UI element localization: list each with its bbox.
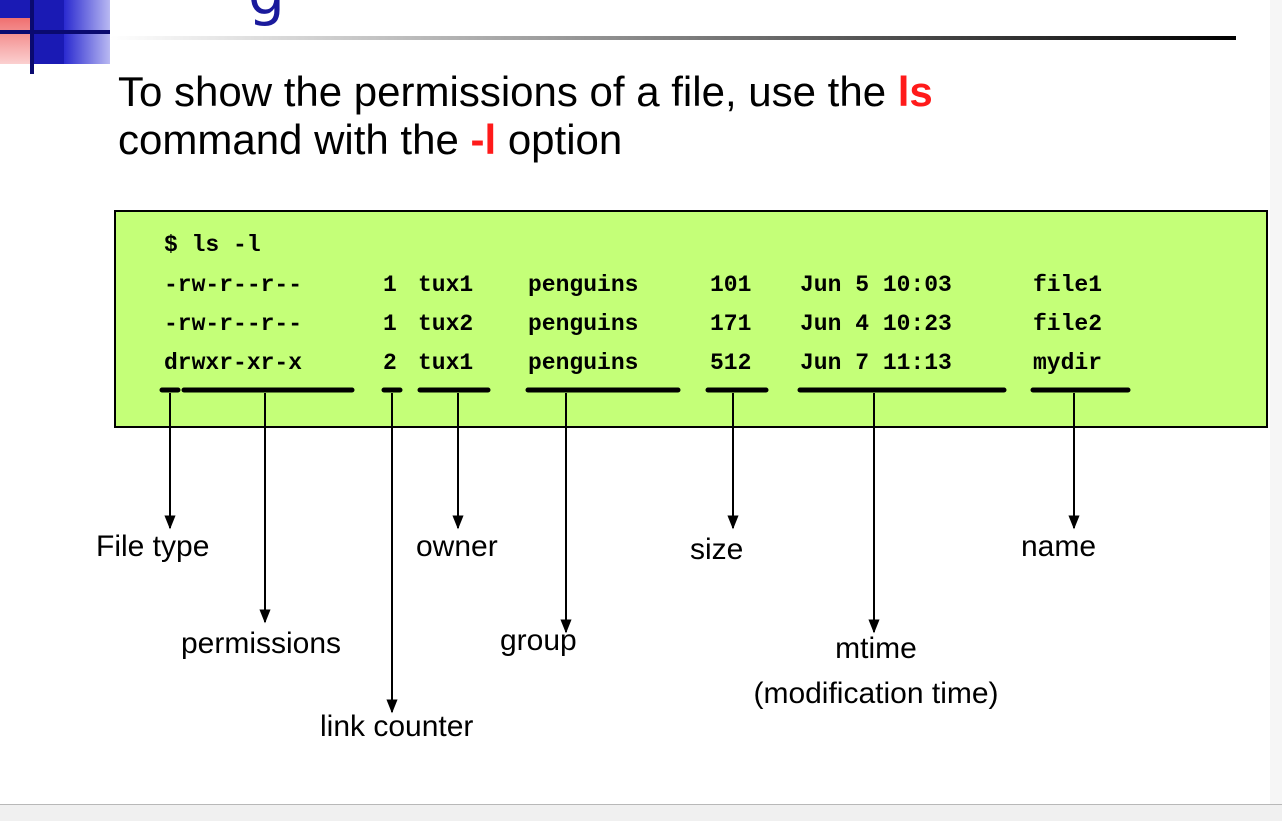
slide-title-fragment: g	[248, 0, 285, 28]
row-3-links: 2	[383, 350, 397, 376]
title-rule	[110, 36, 1236, 40]
row-2-links: 1	[383, 311, 397, 337]
row-3-permissions: drwxr-xr-x	[164, 350, 303, 376]
row-3-size: 512	[710, 350, 752, 376]
keyword-l-option: -l	[470, 116, 497, 163]
intro-line-1-text: To show the permissions of a file, use t…	[118, 68, 898, 115]
logo-square-red	[0, 18, 30, 64]
label-file-type: File type	[96, 530, 210, 563]
keyword-ls: ls	[897, 68, 933, 115]
row-2-group: penguins	[528, 311, 639, 337]
row-3-name: mydir	[1033, 350, 1103, 376]
label-permissions: permissions	[181, 627, 342, 660]
logo-horizontal-line	[0, 30, 110, 34]
logo-vertical-line	[30, 0, 34, 74]
row-2-mtime: Jun 4 10:23	[800, 311, 952, 337]
row-2-name: file2	[1033, 311, 1103, 337]
label-name: name	[1021, 530, 1097, 563]
row-1-links: 1	[383, 272, 397, 298]
row-1-name: file1	[1033, 272, 1103, 298]
label-size: size	[690, 533, 744, 566]
label-group: group	[500, 624, 577, 657]
label-owner: owner	[416, 530, 498, 563]
label-mtime: mtime	[835, 632, 917, 665]
row-2-owner: tux2	[418, 311, 474, 337]
command-prompt: $ ls -l	[164, 232, 261, 258]
row-1-size: 101	[710, 272, 752, 298]
row-3-group: penguins	[528, 350, 639, 376]
label-link-counter: link counter	[320, 710, 474, 743]
intro-text: To show the permissions of a file, use t…	[118, 68, 1218, 164]
intro-line-2-text: command with the	[118, 116, 471, 163]
intro-line-2: command with the -l option	[118, 116, 1218, 164]
footer-bar	[0, 804, 1282, 821]
row-2-permissions: -rw-r--r--	[164, 311, 303, 337]
row-3-mtime: Jun 7 11:13	[800, 350, 952, 376]
row-1-owner: tux1	[418, 272, 474, 298]
label-mtime-description: (modification time)	[753, 677, 999, 710]
intro-line-1: To show the permissions of a file, use t…	[118, 68, 1218, 116]
row-2-size: 171	[710, 311, 752, 337]
row-1-group: penguins	[528, 272, 639, 298]
row-1-mtime: Jun 5 10:03	[800, 272, 952, 298]
right-edge-strip	[1270, 0, 1282, 804]
row-1-permissions: -rw-r--r--	[164, 272, 303, 298]
intro-line-2-suffix: option	[496, 116, 623, 163]
row-3-owner: tux1	[418, 350, 474, 376]
